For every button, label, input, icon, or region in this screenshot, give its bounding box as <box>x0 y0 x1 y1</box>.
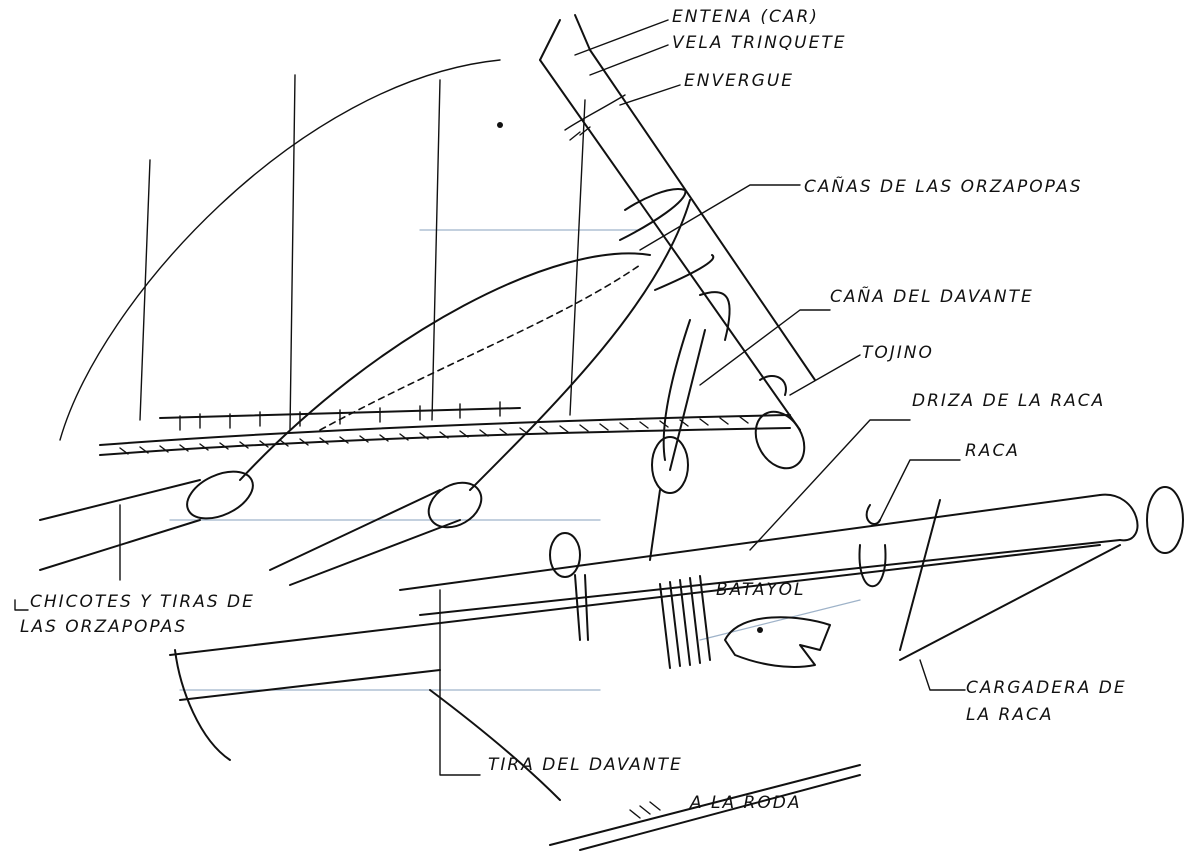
label-envergue: ENVERGUE <box>684 71 794 91</box>
label-driza-raca: DRIZA DE LA RACA <box>912 391 1105 411</box>
label-tira-davante: TIRA DEL DAVANTE <box>488 755 683 775</box>
hull <box>170 500 1120 850</box>
label-batayol: BATAYOL <box>716 580 805 600</box>
dragon-head-icon <box>725 617 830 667</box>
construction-lines <box>170 230 860 690</box>
leader-lines <box>15 20 965 775</box>
label-tojino: TOJINO <box>862 343 934 363</box>
label-canas-orzapopas: CAÑAS DE LAS ORZAPOPAS <box>804 175 1083 197</box>
orzapopas-spars <box>40 200 690 585</box>
label-cana-davante: CAÑA DEL DAVANTE <box>830 285 1034 307</box>
label-chicotes-line1: CHICOTES Y TIRAS DE <box>30 592 255 612</box>
sail-vela-trinquete <box>60 60 585 440</box>
label-a-la-roda: A LA RODA <box>689 793 801 813</box>
label-cargadera-line2: LA RACA <box>966 705 1053 725</box>
label-vela-trinquete: VELA TRINQUETE <box>672 33 847 53</box>
label-cargadera-line1: CARGADERA DE <box>966 678 1127 698</box>
label-raca: RACA <box>965 441 1020 461</box>
braided-rope <box>100 415 790 455</box>
label-entena: ENTENA (CAR) <box>672 7 819 27</box>
label-chicotes-line2: LAS ORZAPOPAS <box>20 617 187 637</box>
batayol-beam <box>400 487 1183 668</box>
